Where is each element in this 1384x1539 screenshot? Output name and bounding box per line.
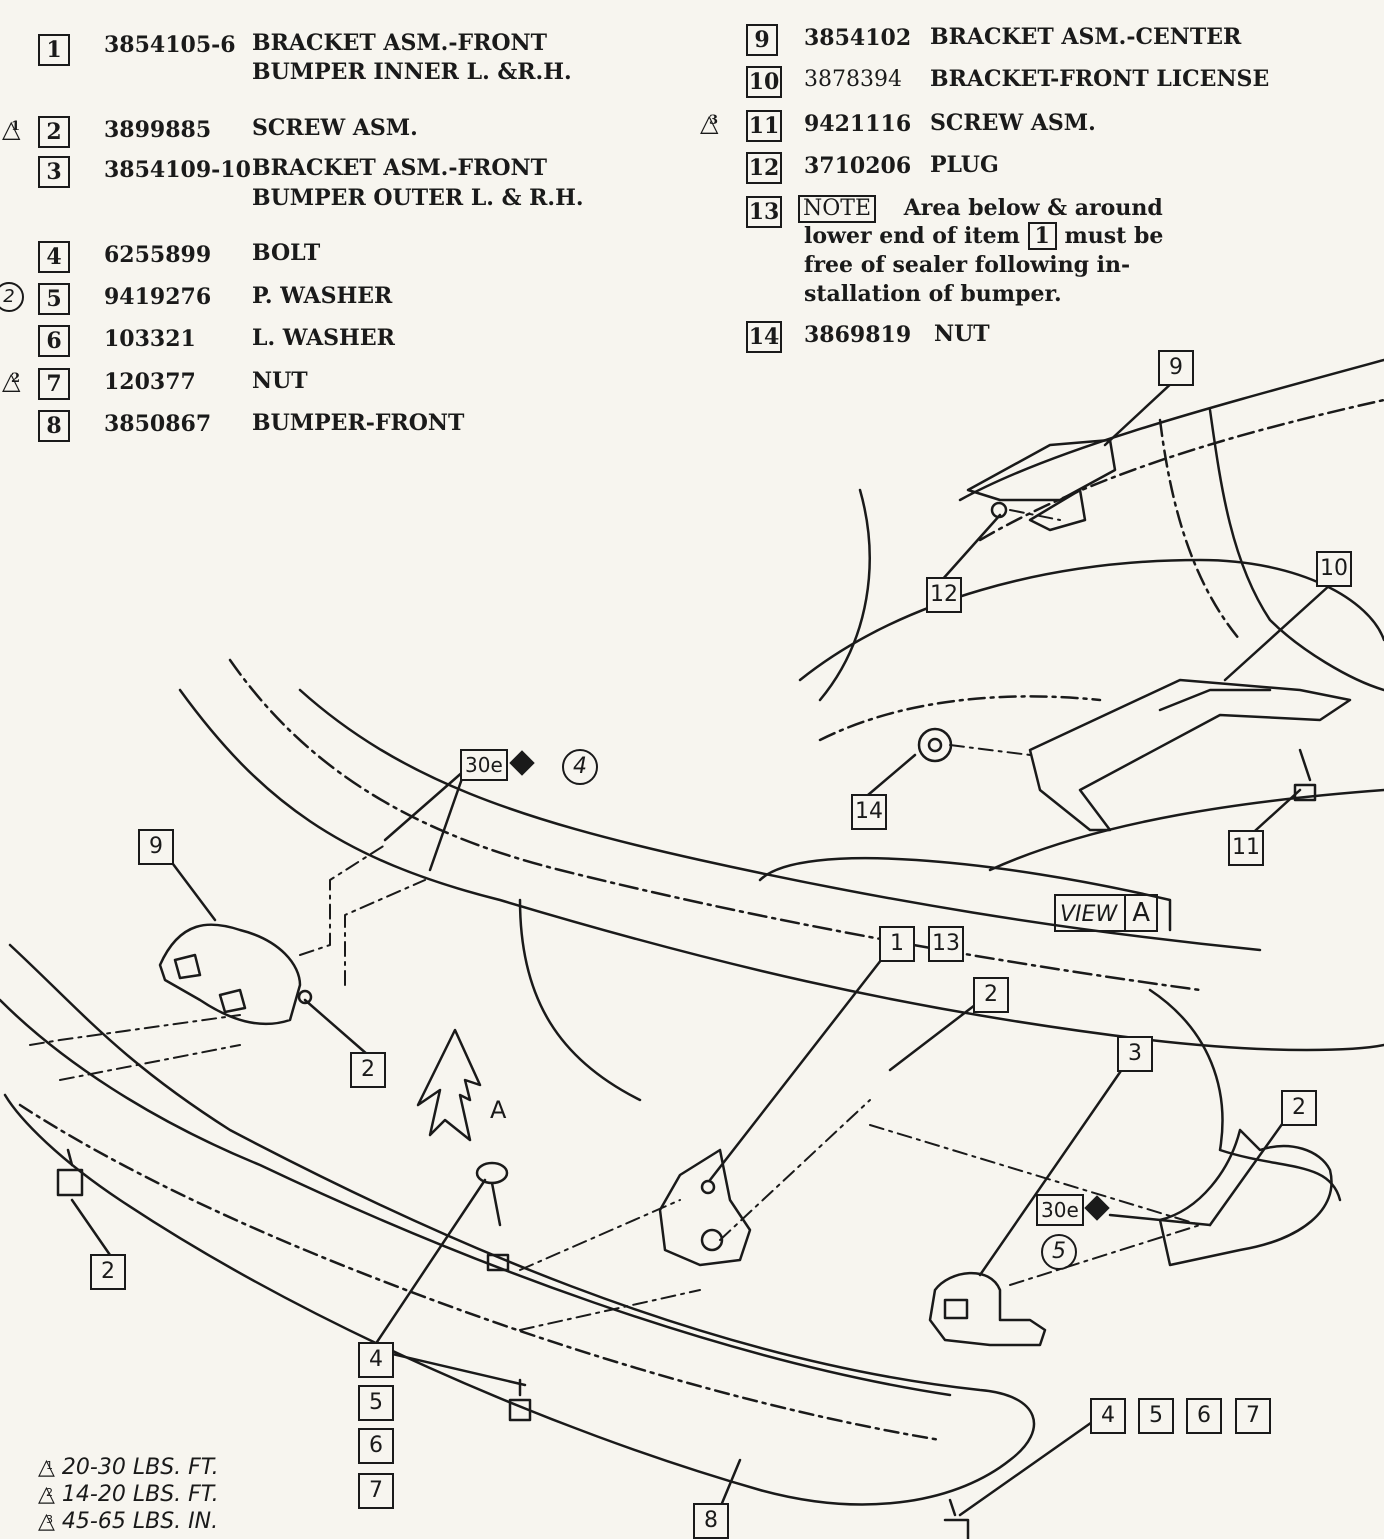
callout-6: 6 bbox=[358, 1428, 394, 1464]
item-number: 8 bbox=[38, 410, 70, 442]
torque-legend-row: △1 20-30 LBS. FT. bbox=[38, 1455, 219, 1480]
torque-circle-4: 4 bbox=[562, 749, 598, 785]
torque-tag-30e: 30e bbox=[1036, 1194, 1084, 1226]
callout-2: 2 bbox=[350, 1052, 386, 1088]
torque-triangle-icon: △1 bbox=[2, 114, 21, 143]
part-number: 9421116 bbox=[804, 111, 912, 137]
part-description: PLUG bbox=[930, 152, 999, 178]
triangle-icon: △3 bbox=[38, 1509, 55, 1534]
item-number: 9 bbox=[746, 24, 778, 56]
part-number: 3854109-10 bbox=[104, 157, 251, 183]
triangle-icon: △2 bbox=[38, 1482, 55, 1507]
callout-9: 9 bbox=[138, 829, 174, 865]
part-number: 9419276 bbox=[104, 284, 212, 310]
item-number: 4 bbox=[38, 241, 70, 273]
torque-circle-icon: 2 bbox=[0, 282, 24, 312]
part-description: BRACKET ASM.-FRONT bbox=[252, 30, 548, 56]
note-label: NOTE bbox=[798, 195, 877, 223]
part-description: SCREW ASM. bbox=[930, 110, 1096, 136]
item-number: 7 bbox=[38, 368, 70, 400]
view-a-label: VIEW A bbox=[1054, 894, 1158, 932]
note-item-ref: 1 bbox=[1027, 222, 1057, 250]
item-number: 13 bbox=[746, 196, 782, 228]
view-label-text: VIEW bbox=[1060, 902, 1118, 927]
part-number: 3854102 bbox=[804, 25, 912, 51]
part-number: 3710206 bbox=[804, 153, 912, 179]
part-number: 3854105-6 bbox=[104, 32, 236, 58]
note-line-1: Area below & around bbox=[903, 195, 1163, 221]
part-description: SCREW ASM. bbox=[252, 115, 418, 141]
part-number: 3878394 bbox=[804, 67, 902, 92]
part-description-line2: BUMPER OUTER L. & R.H. bbox=[252, 185, 584, 211]
item-number: 1 bbox=[38, 34, 70, 66]
part-number: 6255899 bbox=[104, 242, 212, 268]
callout-5: 5 bbox=[358, 1385, 394, 1421]
torque-legend-row: △2 14-20 LBS. FT. bbox=[38, 1482, 219, 1507]
note-line-2b: must be bbox=[1064, 223, 1164, 249]
item-number: 10 bbox=[746, 66, 782, 98]
torque-triangle-icon: △2 bbox=[2, 366, 21, 395]
note-text: NOTE Area below & around bbox=[798, 194, 1163, 223]
callout-9-view-a: 9 bbox=[1158, 350, 1194, 386]
callout-6: 6 bbox=[1186, 1398, 1222, 1434]
part-description: BOLT bbox=[252, 240, 321, 266]
part-description: BUMPER-FRONT bbox=[252, 410, 465, 436]
callout-2: 2 bbox=[1281, 1090, 1317, 1126]
part-description: P. WASHER bbox=[252, 283, 393, 309]
part-description-line2: BUMPER INNER L. &R.H. bbox=[252, 59, 572, 85]
callout-12: 12 bbox=[926, 577, 962, 613]
callout-7: 7 bbox=[358, 1473, 394, 1509]
note-text-line3: free of sealer following in- bbox=[804, 252, 1131, 278]
view-arrow-label: A bbox=[490, 1096, 507, 1124]
item-number: 3 bbox=[38, 156, 70, 188]
callout-1: 1 bbox=[879, 926, 915, 962]
callout-4: 4 bbox=[358, 1342, 394, 1378]
torque-triangle-icon: △3 bbox=[700, 108, 719, 137]
item-number: 11 bbox=[746, 110, 782, 142]
callout-2: 2 bbox=[973, 977, 1009, 1013]
part-number: 3850867 bbox=[104, 411, 212, 437]
part-description: L. WASHER bbox=[252, 325, 395, 351]
torque-circle-5: 5 bbox=[1041, 1234, 1077, 1270]
item-number: 12 bbox=[746, 152, 782, 184]
part-description: BRACKET-FRONT LICENSE bbox=[930, 66, 1270, 92]
callout-7: 7 bbox=[1235, 1398, 1271, 1434]
note-text-line2: lower end of item 1 must be bbox=[804, 222, 1163, 251]
callout-5: 5 bbox=[1138, 1398, 1174, 1434]
item-number: 2 bbox=[38, 116, 70, 148]
part-number: 3899885 bbox=[104, 117, 212, 143]
torque-tag-30e: 30e bbox=[460, 749, 508, 781]
view-letter: A bbox=[1124, 896, 1156, 930]
callout-13: 13 bbox=[928, 926, 964, 962]
part-number: 120377 bbox=[104, 369, 196, 395]
callout-10: 10 bbox=[1316, 551, 1352, 587]
part-number: 3869819 bbox=[804, 322, 912, 348]
callout-8: 8 bbox=[693, 1503, 729, 1539]
callout-11: 11 bbox=[1228, 830, 1264, 866]
callout-14: 14 bbox=[851, 794, 887, 830]
callout-2: 2 bbox=[90, 1254, 126, 1290]
part-description: NUT bbox=[934, 321, 990, 347]
item-number: 6 bbox=[38, 325, 70, 357]
item-number: 14 bbox=[746, 321, 782, 353]
part-description: BRACKET ASM.-CENTER bbox=[930, 24, 1242, 50]
callout-4: 4 bbox=[1090, 1398, 1126, 1434]
item-number: 5 bbox=[38, 283, 70, 315]
part-description: BRACKET ASM.-FRONT bbox=[252, 155, 548, 181]
part-description: NUT bbox=[252, 368, 308, 394]
part-number: 103321 bbox=[104, 326, 196, 352]
triangle-icon: △1 bbox=[38, 1455, 55, 1480]
note-line-2a: lower end of item bbox=[804, 223, 1020, 249]
torque-legend-row: △3 45-65 LBS. IN. bbox=[38, 1509, 219, 1534]
callout-3: 3 bbox=[1117, 1036, 1153, 1072]
note-text-line4: stallation of bumper. bbox=[804, 281, 1062, 307]
